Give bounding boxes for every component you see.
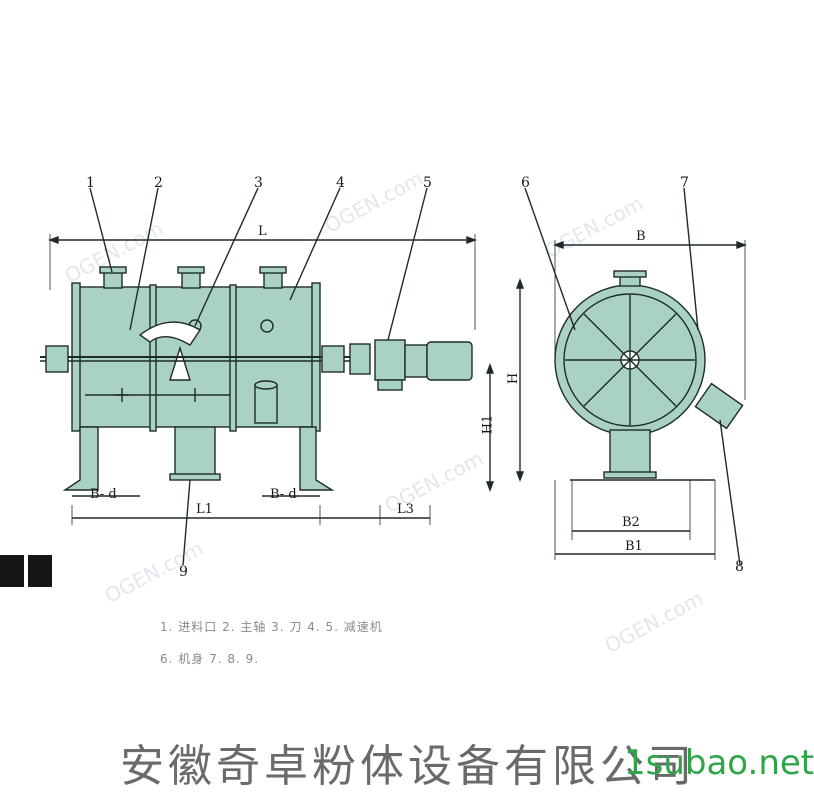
callout-4: 4 [336,175,345,191]
dim-L3: L3 [397,502,414,517]
callout-5: 5 [423,175,432,191]
dim-Bd-right: B- d [270,487,297,502]
black-mark [0,555,52,587]
site-watermark: 1subao.net [624,743,814,783]
dim-B2: B2 [622,515,640,530]
callout-9: 9 [179,564,188,580]
callout-7: 7 [680,175,689,191]
dim-B: B [636,229,646,244]
callout-1: 1 [86,175,95,191]
callout-8: 8 [735,559,744,575]
dim-B1: B1 [625,539,643,554]
dim-H: H [506,372,522,385]
dim-H1: H1 [480,414,496,435]
legend-row-2: 6. 机身 7. 8. 9. [160,652,260,666]
callout-6: 6 [521,175,530,191]
callout-3: 3 [254,175,263,191]
callout-2: 2 [154,175,163,191]
dim-Bd-left: B- d [90,487,117,502]
company-name: 安徽奇卓粉体设备有限公司 [120,741,696,792]
dim-L1: L1 [196,502,213,517]
legend-row-1: 1. 进料口 2. 主轴 3. 刀 4. 5. 减速机 [160,620,383,634]
dim-L: L [258,224,267,239]
